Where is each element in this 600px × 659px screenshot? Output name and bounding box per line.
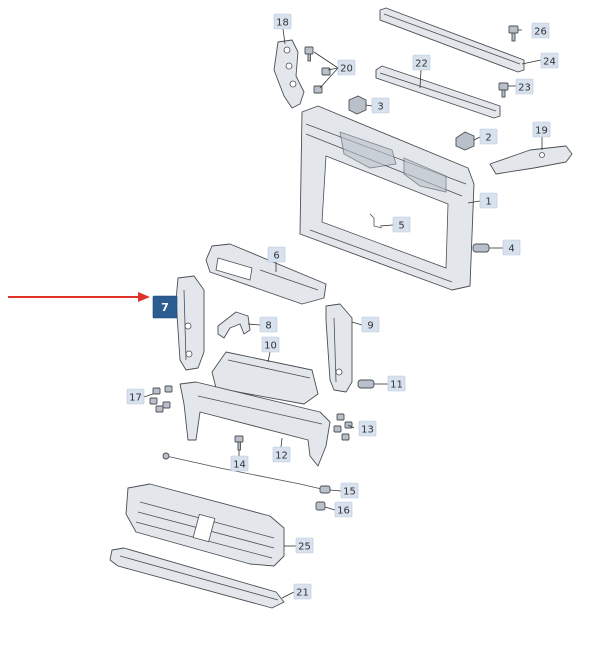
leader-lines [143, 28, 543, 599]
callout-2-label: 2 [485, 133, 491, 144]
part-18-bracket [273, 39, 305, 109]
callout-14-label: 14 [233, 460, 246, 471]
part-17-bolts [149, 385, 173, 413]
callout-1-label: 1 [485, 197, 491, 208]
callout-13: 13 [358, 420, 377, 437]
part-3-clip [348, 95, 367, 115]
part-21-bottom-bar [109, 547, 285, 609]
callout-17-label: 17 [129, 393, 142, 404]
callout-7-label: 7 [161, 301, 169, 314]
callout-19-label: 19 [535, 126, 548, 137]
callout-14: 14 [230, 455, 249, 472]
callout-7-highlighted: 7 [152, 295, 178, 319]
part-11-clip [357, 379, 375, 389]
callout-9-label: 9 [367, 321, 373, 332]
callout-15-label: 15 [343, 487, 356, 498]
callout-16-label: 16 [337, 506, 350, 517]
part-10-lower-air-guide [211, 351, 319, 405]
callout-10-label: 10 [264, 341, 277, 352]
callout-21-label: 21 [296, 588, 309, 599]
callout-16: 16 [334, 501, 353, 518]
pointer-arrow [8, 292, 150, 302]
callout-4: 4 [502, 239, 521, 256]
callout-10: 10 [261, 336, 280, 353]
part-5-bracket [369, 213, 383, 229]
part-15-cable [162, 452, 331, 494]
callout-12-label: 12 [275, 451, 288, 462]
part-9-right-air-guide [325, 303, 353, 393]
callout-22-label: 22 [415, 59, 428, 70]
part-14-bolt [234, 435, 244, 451]
callout-13-label: 13 [361, 425, 374, 436]
callout-5-label: 5 [398, 221, 404, 232]
part-23-screw [498, 82, 509, 98]
callout-5: 5 [392, 216, 411, 233]
callout-25: 26 [531, 22, 550, 39]
callout-4-label: 4 [508, 244, 514, 255]
callout-26: 25 [295, 537, 314, 554]
part-8-bracket [217, 311, 251, 339]
callout-24: 24 [540, 52, 559, 69]
callout-11-label: 11 [390, 380, 403, 391]
callout-17: 17 [126, 388, 145, 405]
callout-1: 1 [479, 192, 498, 209]
callout-3: 3 [371, 97, 390, 114]
callout-25-label: 26 [534, 27, 547, 38]
callout-20-label: 20 [340, 64, 353, 75]
callout-23-label: 23 [518, 83, 531, 94]
part-12-cross-member [179, 381, 331, 467]
part-1-lock-carrier [299, 105, 475, 291]
callout-8: 8 [259, 316, 278, 333]
callout-12: 12 [272, 446, 291, 463]
callout-18: 18 [273, 13, 292, 30]
callout-23: 23 [515, 78, 534, 95]
callout-19: 19 [532, 121, 551, 138]
callout-2: 2 [479, 128, 498, 145]
callout-3-label: 3 [377, 102, 383, 113]
part-7-left-air-guide [175, 275, 205, 371]
part-13-bolts [333, 413, 353, 441]
callout-22: 22 [412, 54, 431, 71]
callout-11: 11 [387, 375, 406, 392]
callout-21: 21 [293, 583, 312, 600]
callout-26-label: 25 [298, 542, 311, 553]
part-26-shutter [125, 483, 285, 567]
part-2-clip [455, 131, 475, 151]
part-16-clip [315, 501, 326, 511]
callout-6: 6 [267, 246, 286, 263]
callout-18-label: 18 [276, 18, 289, 29]
part-22-upper-bar [375, 65, 501, 119]
part-25-screw [508, 25, 519, 42]
callout-15: 15 [340, 482, 359, 499]
callout-20: 20 [337, 59, 356, 76]
callout-6-label: 6 [273, 251, 279, 262]
callout-9: 9 [361, 316, 380, 333]
part-6-air-guide [205, 243, 327, 305]
part-4-clip [472, 243, 490, 253]
callout-24-label: 24 [543, 57, 556, 68]
part-19-bracket [489, 145, 573, 175]
callout-8-label: 8 [265, 321, 271, 332]
part-24-top-bar [379, 7, 525, 73]
